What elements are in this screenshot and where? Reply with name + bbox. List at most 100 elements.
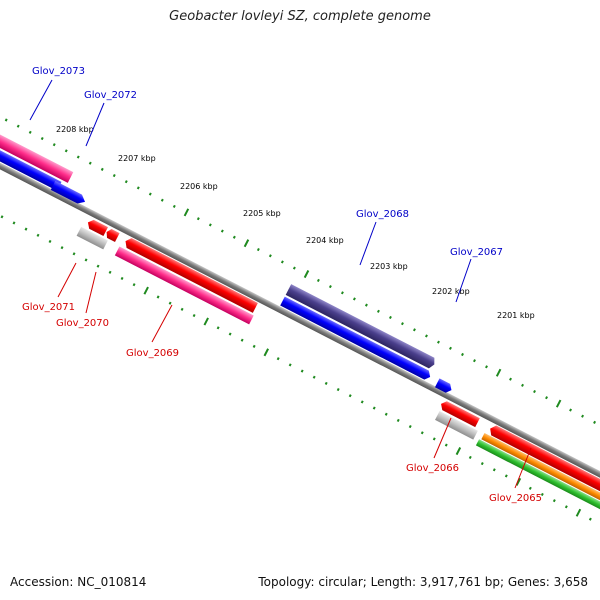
lower-tick [60,246,64,250]
lower-tick [575,508,582,517]
lower-tick [432,437,436,441]
kbp-label-group: 2208 kbp 2207 kbp 2206 kbp 2205 kbp 2204… [56,125,535,320]
gene-label-glov-2065[interactable]: Glov_2065 [489,493,542,504]
upper-tick [183,208,190,217]
accession-text: Accession: NC_010814 [10,575,147,589]
kbp-label: 2205 kbp [243,209,281,218]
kbp-label: 2206 kbp [180,182,218,191]
lower-tick [288,363,292,367]
upper-tick [485,365,488,369]
upper-tick [555,399,562,408]
gene-label-glov-2068[interactable]: Glov_2068 [356,209,409,220]
upper-tick [412,328,416,332]
gene-label-glov-2069[interactable]: Glov_2069 [126,348,179,359]
upper-tick [292,266,296,270]
lower-tick [588,517,592,521]
upper-tick [76,155,80,159]
upper-tick [303,270,310,279]
lower-tick [168,301,172,305]
lower-tick [528,486,532,490]
lower-tick [564,505,568,509]
lower-tick [228,332,232,336]
lower-tick [408,425,412,429]
kbp-label: 2203 kbp [370,262,408,271]
gene-glov-2070[interactable] [76,226,108,250]
gene-glov-2066-upper[interactable] [439,399,480,428]
upper-tick [100,167,104,171]
gene-glov-2065-red[interactable] [488,424,600,500]
lower-tick [120,276,124,281]
upper-tick [256,248,260,252]
upper-tick [280,260,284,264]
gene-glov-2071-b[interactable] [104,228,120,242]
gene-glov-2067[interactable] [434,378,454,394]
upper-tick [521,383,524,387]
lower-tick [384,412,388,416]
lower-tick [48,239,52,244]
lower-tick [324,381,328,385]
upper-tick-track [4,118,597,424]
forward-callouts [29,79,472,303]
gene-glov-2071[interactable] [86,218,109,237]
topology-text: Topology: circular; Length: 3,917,761 bp… [258,575,588,589]
gene-label-glov-2072[interactable]: Glov_2072 [84,90,137,101]
gene-label-glov-2066[interactable]: Glov_2066 [406,463,459,474]
upper-tick [569,408,573,412]
lower-tick [36,233,40,237]
lower-tick [132,283,136,287]
lower-tick [96,264,100,268]
upper-tick [40,136,44,141]
gene-glov-2072[interactable] [0,139,62,191]
kbp-label: 2202 kbp [432,287,470,296]
lower-tick [180,307,184,311]
upper-tick [196,217,200,221]
upper-tick [473,359,476,363]
lower-tick [468,455,472,460]
upper-tick [316,278,320,283]
upper-tick [461,352,464,357]
map-frame [0,118,600,521]
gene-glov-2069-upper[interactable] [123,236,258,313]
lower-tick [0,215,4,219]
upper-tick [64,149,68,153]
lower-tick [360,400,364,404]
lower-tick [540,492,544,497]
upper-tick [148,192,152,196]
upper-tick [136,186,140,190]
gene-glov-2073[interactable] [0,127,74,183]
lower-tick [348,394,352,398]
forward-gene-labels: Glov_2073 Glov_2072 Glov_2068 Glov_2067 [32,66,503,258]
upper-tick [400,322,404,326]
lower-tick [492,468,496,472]
lower-tick [372,406,376,410]
lower-tick [240,338,244,342]
gene-glov-2066[interactable] [435,411,478,440]
kbp-label: 2204 kbp [306,236,344,245]
gene-label-glov-2067[interactable]: Glov_2067 [450,247,503,258]
gene-label-glov-2071[interactable]: Glov_2071 [22,302,75,313]
lower-tick [444,443,448,447]
gene-arrow-small-1[interactable] [50,180,88,206]
lower-tick [480,462,484,466]
lower-tick [336,387,340,392]
gene-glov-2068-upper[interactable] [285,284,437,370]
upper-tick [376,309,380,313]
lower-tick [216,326,220,330]
gene-glov-2065[interactable] [475,439,600,514]
lower-tick [108,270,112,274]
gene-label-glov-2073[interactable]: Glov_2073 [32,66,85,77]
lower-tick [192,313,196,318]
gene-glov-2065-orange[interactable] [481,433,600,507]
gene-label-glov-2070[interactable]: Glov_2070 [56,318,109,329]
upper-tick [437,340,440,344]
lower-tick [300,369,304,373]
kbp-label: 2207 kbp [118,154,156,163]
upper-tick [495,368,502,377]
lower-tick [504,474,508,478]
gene-glov-2068[interactable] [280,296,432,382]
lower-tick [12,221,16,225]
upper-tick [328,285,332,289]
upper-tick [545,396,548,400]
kbp-label: 2201 kbp [497,311,535,320]
gene-glov-2069[interactable] [114,246,254,325]
